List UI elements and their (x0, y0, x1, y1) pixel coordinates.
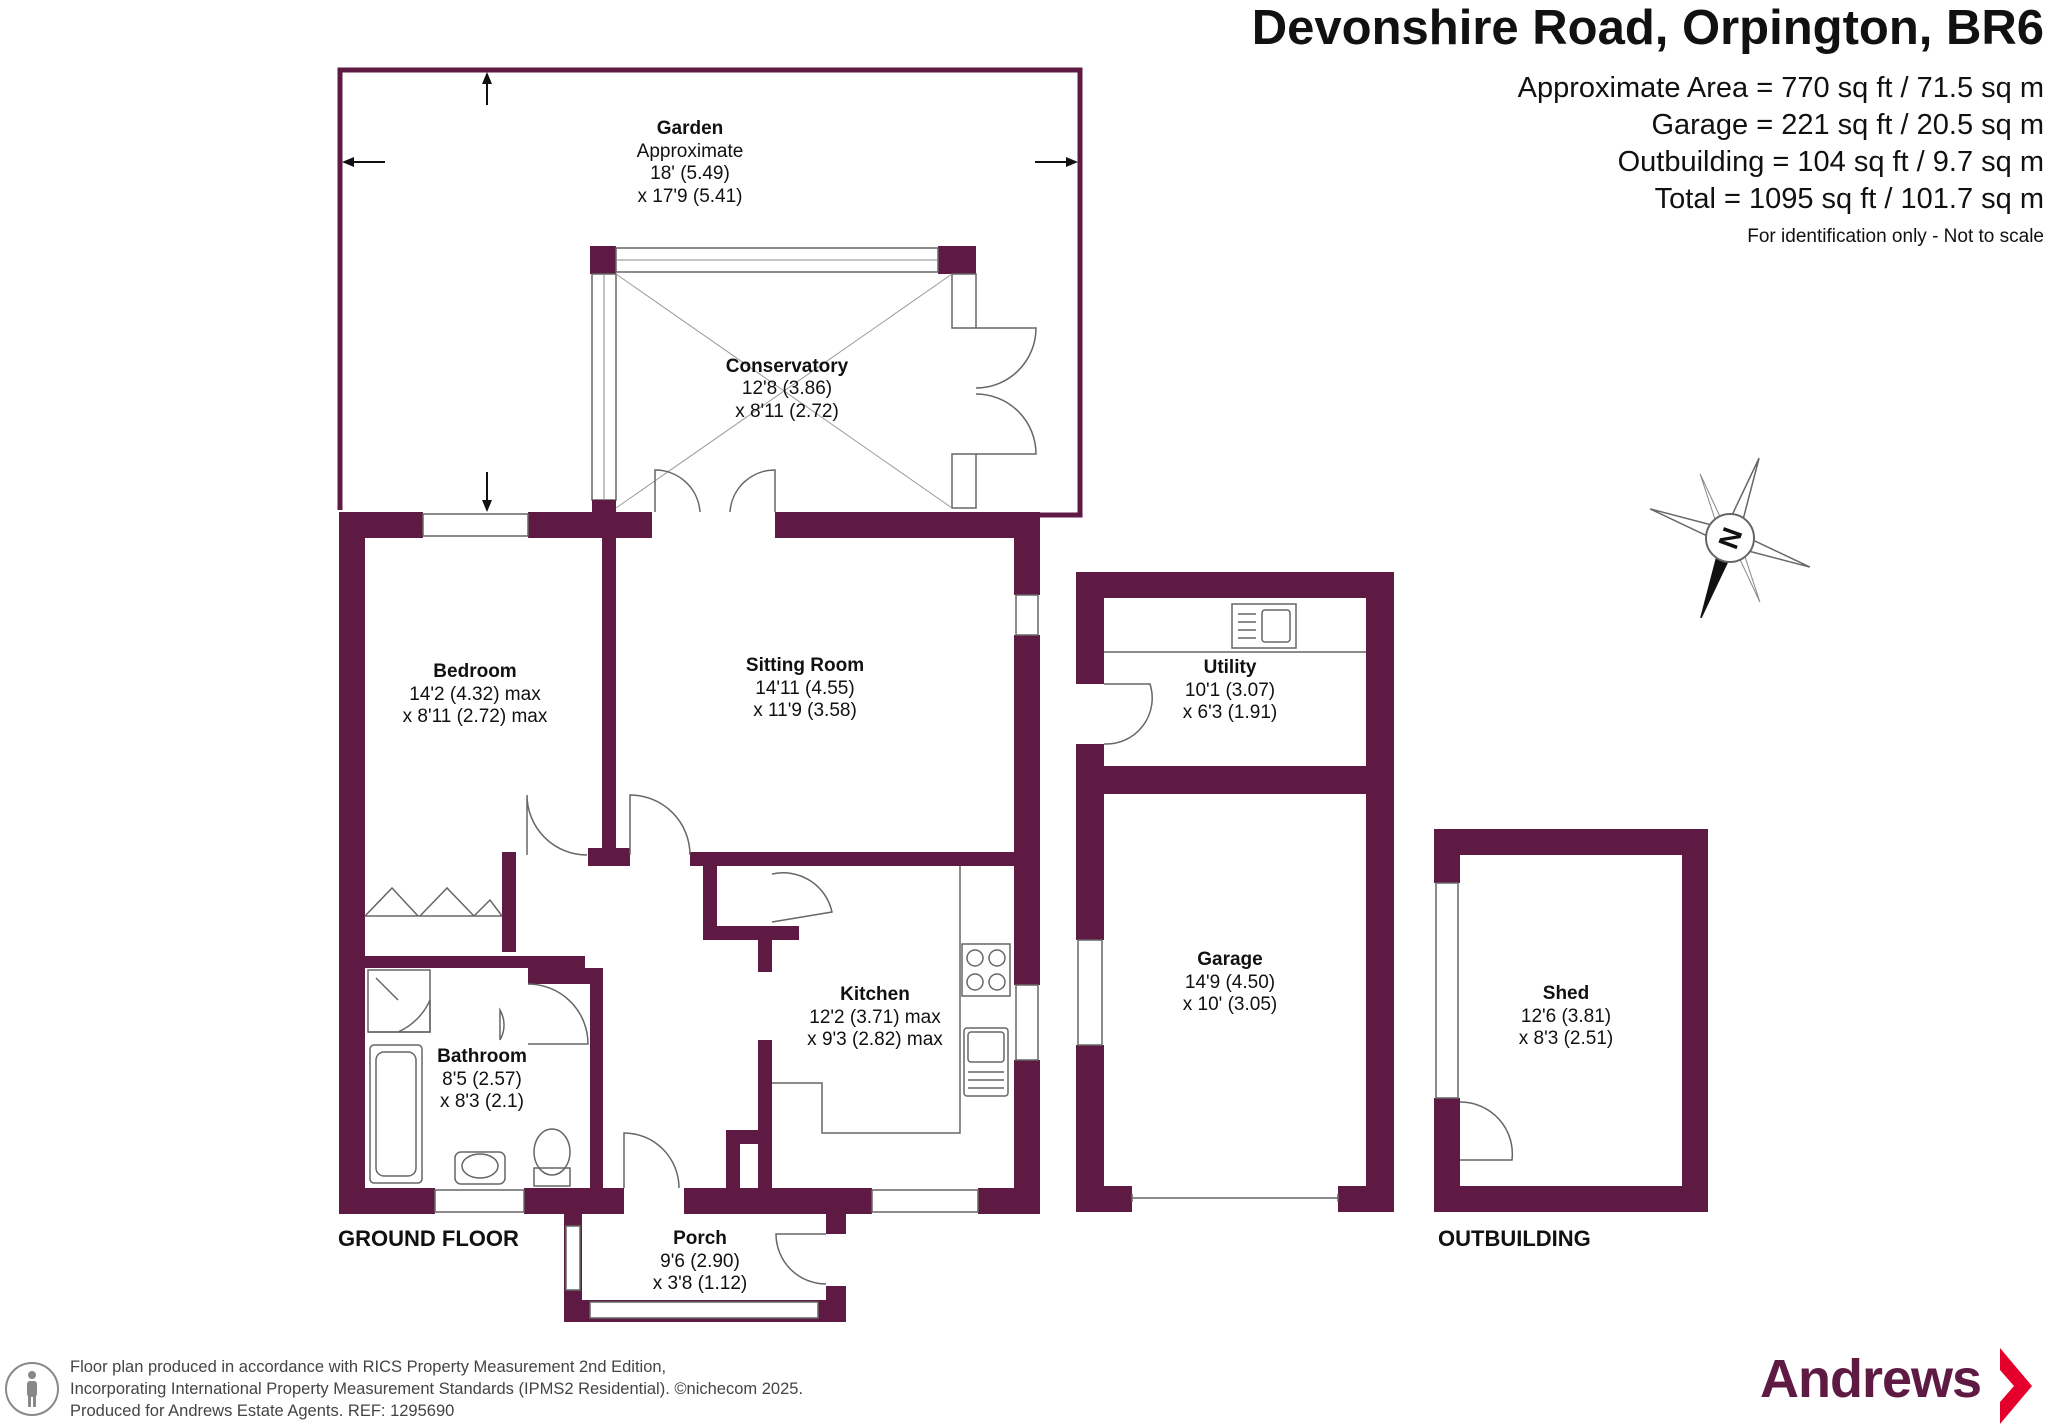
brand-chevron-icon (2000, 1348, 2032, 1424)
footer-line-3: Produced for Andrews Estate Agents. REF:… (70, 1402, 455, 1420)
conservatory-line1: 12'8 (3.86) (742, 378, 832, 399)
bathroom-line1: 8'5 (2.57) (442, 1069, 522, 1090)
sitting-room-line1: 14'11 (4.55) (755, 678, 854, 699)
disclaimer: For identification only - Not to scale (1747, 226, 2044, 247)
garden-line2: 18' (5.49) (650, 163, 730, 184)
bedroom-line2: x 8'11 (2.72) max (403, 706, 548, 727)
garden-line1: Approximate (637, 141, 744, 162)
property-title: Devonshire Road, Orpington, BR6 (1251, 1, 2044, 55)
porch-name: Porch (673, 1228, 727, 1249)
conservatory-structure (590, 246, 1037, 536)
sitting-room-label: Sitting Room 14'11 (4.55) x 11'9 (3.58) (746, 655, 864, 721)
sitting-room-name: Sitting Room (746, 655, 864, 676)
porch-line1: 9'6 (2.90) (660, 1251, 740, 1272)
garden-label: Garden Approximate 18' (5.49) x 17'9 (5.… (637, 118, 744, 207)
kitchen-name: Kitchen (840, 984, 910, 1005)
wardrobe (364, 886, 503, 917)
kitchen-line2: x 9'3 (2.82) max (807, 1029, 943, 1050)
utility-name: Utility (1204, 657, 1257, 678)
utility-label: Utility 10'1 (3.07) x 6'3 (1.91) (1183, 657, 1277, 723)
porch-structure (564, 1214, 846, 1322)
bedroom-label: Bedroom 14'2 (4.32) max x 8'11 (2.72) ma… (403, 661, 548, 727)
porch-line2: x 3'8 (1.12) (653, 1273, 747, 1294)
utility-line1: 10'1 (3.07) (1185, 680, 1275, 701)
bathroom-label: Bathroom 8'5 (2.57) x 8'3 (2.1) (437, 1046, 527, 1112)
shed-name: Shed (1543, 983, 1589, 1004)
garden-area (337, 67, 1083, 518)
footer-notes: Floor plan produced in accordance with R… (70, 1356, 803, 1422)
sitting-room-line2: x 11'9 (3.58) (753, 700, 857, 721)
kitchen-line1: 12'2 (3.71) max (809, 1007, 941, 1028)
bedroom-name: Bedroom (433, 661, 516, 682)
area-outbuilding: Outbuilding = 104 sq ft / 9.7 sq m (1617, 146, 2044, 178)
shed-line1: 12'6 (3.81) (1521, 1006, 1611, 1027)
porch-label: Porch 9'6 (2.90) x 3'8 (1.12) (653, 1228, 747, 1294)
garden-name: Garden (657, 118, 724, 139)
compass-icon: N (1649, 457, 1811, 619)
garden-line3: x 17'9 (5.41) (637, 186, 742, 207)
house-windows (422, 513, 1039, 1213)
bedroom-line1: 14'2 (4.32) max (409, 684, 541, 705)
ground-floor-label: GROUND FLOOR (338, 1226, 519, 1251)
house-doors (499, 794, 833, 1189)
bathroom-line2: x 8'3 (2.1) (440, 1091, 524, 1112)
kitchen-fixtures (772, 866, 1011, 1134)
area-summary: Approximate Area = 770 sq ft / 71.5 sq m… (1518, 70, 2044, 218)
shed-walls (1434, 829, 1708, 1212)
footer-line-1: Floor plan produced in accordance with R… (70, 1358, 667, 1376)
utility-line2: x 6'3 (1.91) (1183, 702, 1277, 723)
house-walls (339, 512, 1040, 1214)
person-icon (5, 1362, 59, 1416)
conservatory-line2: x 8'11 (2.72) (735, 401, 839, 422)
brand-logo-text: Andrews (1760, 1349, 1982, 1409)
garage-utility-walls (1076, 572, 1394, 1212)
garage-label: Garage 14'9 (4.50) x 10' (3.05) (1183, 949, 1277, 1015)
conservatory-label: Conservatory 12'8 (3.86) x 8'11 (2.72) (726, 356, 849, 422)
garage-line1: 14'9 (4.50) (1185, 972, 1275, 993)
outbuilding-label: OUTBUILDING (1438, 1226, 1591, 1251)
garage-line2: x 10' (3.05) (1183, 994, 1277, 1015)
conservatory-name: Conservatory (726, 356, 849, 377)
kitchen-label: Kitchen 12'2 (3.71) max x 9'3 (2.82) max (807, 984, 943, 1050)
footer-line-2: Incorporating International Property Mea… (70, 1380, 804, 1398)
shed-line2: x 8'3 (2.51) (1519, 1028, 1613, 1049)
area-approximate: Approximate Area = 770 sq ft / 71.5 sq m (1517, 72, 2044, 104)
garage-utility-details (1077, 603, 1366, 1202)
bathroom-fixtures (367, 969, 571, 1187)
shed-label: Shed 12'6 (3.81) x 8'3 (2.51) (1519, 983, 1613, 1049)
garage-name: Garage (1197, 949, 1262, 970)
area-garage: Garage = 221 sq ft / 20.5 sq m (1651, 109, 2044, 141)
bathroom-name: Bathroom (437, 1046, 527, 1067)
area-total: Total = 1095 sq ft / 101.7 sq m (1654, 183, 2044, 215)
